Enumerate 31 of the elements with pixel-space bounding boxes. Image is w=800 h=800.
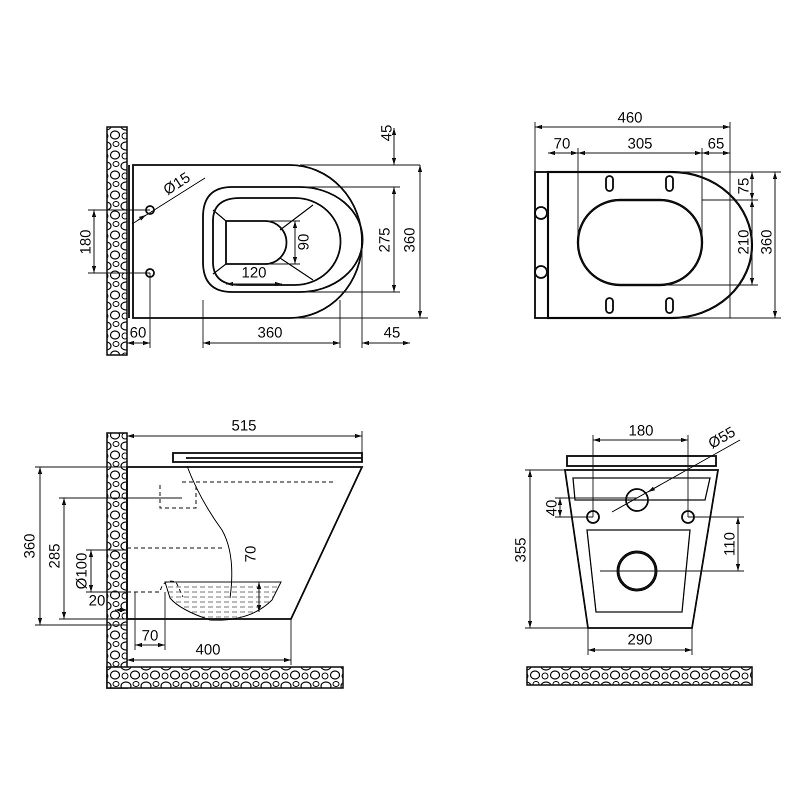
dimension-label: 360 — [402, 227, 418, 253]
dimension-label: Ø55 — [706, 424, 738, 452]
dimension-label: Ø15 — [161, 170, 193, 198]
dimension-label: 45 — [380, 124, 394, 142]
dimension-label: 110 — [722, 532, 738, 556]
dimension-label: 360 — [760, 229, 774, 255]
dimension-label: 400 — [195, 642, 221, 658]
dimension-label: 290 — [627, 632, 653, 648]
dimension-label: 120 — [241, 266, 267, 280]
dimension-label: 70 — [142, 628, 158, 644]
dimension-label: 180 — [628, 424, 654, 438]
dimension-label: 355 — [514, 537, 528, 563]
dimension-label: 90 — [296, 234, 312, 250]
dimension-label: Ø100 — [74, 552, 90, 590]
dimension-label: 305 — [627, 136, 653, 152]
dimension-label: 275 — [378, 227, 392, 253]
dimension-label: 515 — [231, 418, 257, 434]
dimension-label: 40 — [544, 500, 560, 516]
dimension-label: 75 — [736, 178, 752, 194]
dimension-label: 360 — [257, 326, 283, 340]
dimension-label: 460 — [617, 110, 643, 126]
dimension-label: 60 — [130, 326, 146, 340]
dimension-label: 180 — [78, 229, 94, 255]
dimension-label: 285 — [48, 543, 62, 569]
dimension-label: 20 — [88, 594, 106, 608]
dimension-label: 210 — [736, 229, 752, 255]
dimension-label: 70 — [244, 546, 258, 562]
dimension-label: 45 — [384, 326, 400, 340]
dimension-label: 65 — [708, 136, 724, 152]
dimension-label: 70 — [554, 136, 570, 152]
dimension-label: 360 — [22, 533, 38, 559]
